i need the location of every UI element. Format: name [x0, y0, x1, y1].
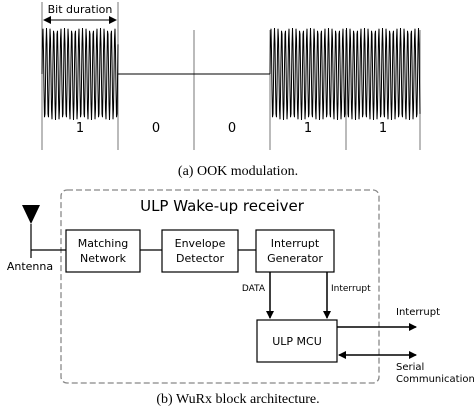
ook-modulation-panel: Bit duration 1 0 0 1 1 (a) OOK modulatio… [41, 2, 421, 179]
envelope-detector-label-line2: Detector [176, 252, 224, 265]
antenna-icon [22, 205, 66, 258]
wurx-caption: (b) WuRx block architecture. [156, 392, 319, 407]
wurx-enclosure [60, 189, 380, 384]
serial-label-line2: Communication [396, 374, 474, 385]
mcu-block [256, 319, 338, 363]
interrupt-generator-block [255, 229, 335, 273]
bit-value-5: 1 [379, 121, 387, 136]
interrupt-internal-label: Interrupt [331, 284, 371, 294]
interrupt-generator-label-line1: Interrupt [271, 237, 320, 250]
matching-network-block [65, 229, 141, 273]
matching-network-label-line1: Matching [78, 237, 129, 250]
interrupt-out-label: Interrupt [396, 307, 440, 318]
interrupt-generator-label-line2: Generator [267, 252, 323, 265]
bit-value-1: 1 [76, 121, 84, 136]
bit-value-4: 1 [304, 121, 312, 136]
wurx-panel: ULP Wake-up receiver Antenna Matching Ne… [7, 189, 474, 407]
bit-value-3: 0 [228, 121, 236, 136]
wurx-title: ULP Wake-up receiver [140, 197, 305, 215]
antenna-label: Antenna [7, 260, 53, 273]
matching-network-label-line2: Network [80, 252, 127, 265]
ook-caption: (a) OOK modulation. [178, 164, 298, 179]
ook-waveform [41, 27, 421, 121]
bit-value-2: 0 [152, 121, 160, 136]
envelope-detector-label-line1: Envelope [175, 237, 226, 250]
carrier-burst-bits-4-5 [269, 27, 421, 121]
mcu-label: ULP MCU [272, 335, 322, 348]
bit-duration-label: Bit duration [48, 3, 113, 16]
serial-label-line1: Serial [396, 362, 424, 373]
envelope-detector-block [161, 229, 239, 273]
carrier-burst-bit-1 [41, 27, 119, 121]
data-label: DATA [242, 284, 266, 294]
